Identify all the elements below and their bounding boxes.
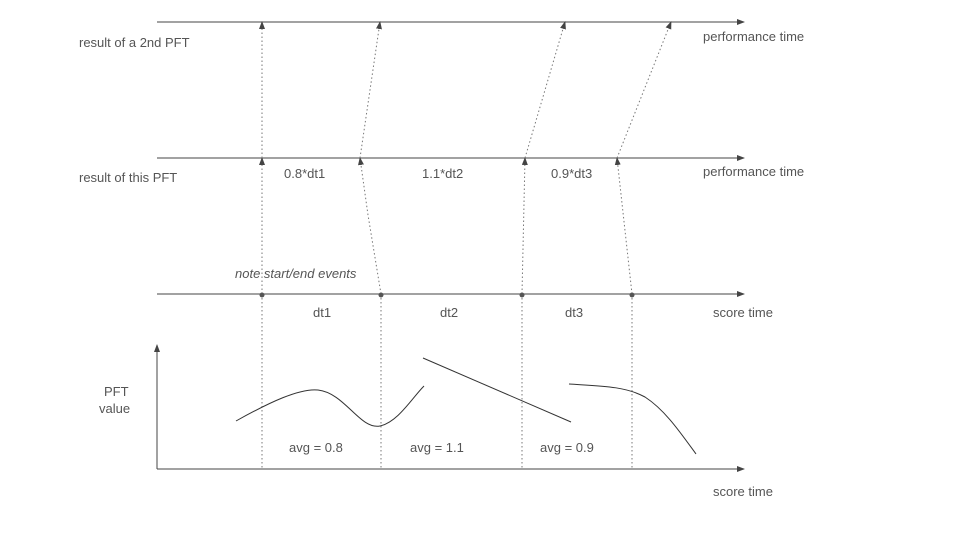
mapping-line-2nd-4	[616, 21, 672, 159]
score-segment-label-1: dt1	[313, 305, 331, 320]
axis-label-performance-time-top: performance time	[703, 29, 804, 44]
pft-curve-segment-2	[422, 357, 572, 423]
average-label-1: avg = 0.8	[289, 440, 343, 455]
axis-label-pft-line2: value	[99, 401, 130, 416]
row-label-2nd-pft: result of a 2nd PFT	[79, 35, 190, 50]
note-event-dot-2	[378, 292, 384, 298]
axis-label-score-time-mid: score time	[713, 305, 773, 320]
mapping-line-2nd-2	[359, 21, 382, 159]
mapping-line-event-3	[521, 157, 528, 295]
score-segment-label-2: dt2	[440, 305, 458, 320]
performance-segment-label-2: 1.1*dt2	[422, 166, 463, 181]
note-events-label: note start/end events	[235, 266, 357, 281]
pft-curve-segment-3	[568, 383, 697, 455]
axis-label-performance-time-mid: performance time	[703, 164, 804, 179]
average-label-3: avg = 0.9	[540, 440, 594, 455]
pft-curve-segment-1	[235, 385, 425, 427]
row-label-this-pft: result of this PFT	[79, 170, 177, 185]
mapping-line-event-4	[614, 157, 633, 295]
note-event-dot-1	[259, 292, 265, 298]
axis-label-score-time-bottom: score time	[713, 484, 773, 499]
mapping-line-2nd-3	[524, 21, 566, 159]
note-event-dot-3	[519, 292, 525, 298]
mapping-line-event-2	[358, 157, 382, 295]
note-event-dot-4	[629, 292, 635, 298]
average-label-2: avg = 1.1	[410, 440, 464, 455]
performance-segment-label-1: 0.8*dt1	[284, 166, 325, 181]
performance-segment-label-3: 0.9*dt3	[551, 166, 592, 181]
score-segment-label-3: dt3	[565, 305, 583, 320]
axis-label-pft-line1: PFT	[104, 384, 129, 399]
